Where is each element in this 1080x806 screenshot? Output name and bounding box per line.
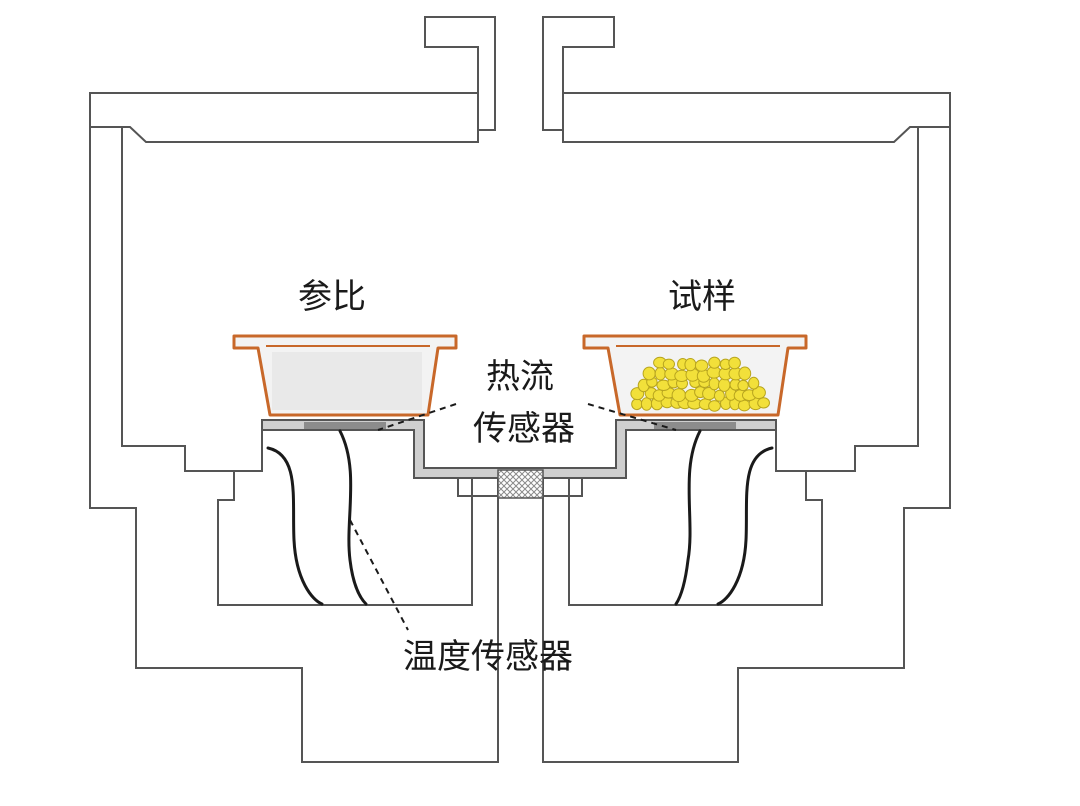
- left-sensor-pad: [304, 422, 386, 429]
- left-gas-inlet: [424, 16, 496, 131]
- sample-granule: [684, 358, 697, 372]
- sample-granule: [631, 398, 643, 411]
- reference-label: 参比: [298, 277, 366, 317]
- sample-granule: [713, 389, 725, 402]
- sample-granule: [748, 376, 760, 390]
- right-sensor-pad: [654, 422, 736, 429]
- sample-granule: [737, 399, 751, 412]
- sample-granule: [662, 358, 676, 370]
- heat-flow-leader-left: [377, 403, 457, 431]
- heat-flow-label-line2: 传感器: [473, 409, 575, 449]
- sample-granule: [671, 388, 686, 403]
- sample-wire-2: [716, 446, 774, 606]
- gas-filter: [497, 469, 544, 499]
- sample-granule: [694, 359, 709, 372]
- left-lid: [89, 92, 479, 143]
- center-support: [457, 471, 583, 497]
- sample-granule: [728, 356, 741, 370]
- sample-granule: [708, 377, 720, 391]
- heat-flow-leader-right: [587, 403, 677, 431]
- sample-granule: [654, 366, 666, 381]
- sample-granule: [738, 366, 752, 381]
- sample-granule: [737, 379, 749, 392]
- right-ledge: [775, 420, 856, 472]
- sample-granule: [718, 378, 731, 392]
- reference-crucible: [232, 334, 458, 417]
- sample-granule: [708, 400, 721, 412]
- sample-granule: [708, 356, 721, 369]
- temperature-sensor-label: 温度传感器: [403, 637, 573, 677]
- temperature-leader: [349, 519, 409, 631]
- sample-granule: [752, 386, 766, 400]
- sample-granules: [630, 356, 770, 412]
- right-gas-inlet: [542, 16, 615, 131]
- right-furnace-wall: [542, 127, 951, 763]
- sample-granule: [640, 397, 653, 411]
- heat-flow-label-line1: 热流: [486, 357, 554, 397]
- sample-granule: [642, 366, 656, 381]
- reference-wire-1: [266, 446, 324, 606]
- sample-wire-1: [674, 429, 702, 606]
- sample-granule: [757, 397, 770, 409]
- reference-wire-2: [338, 429, 368, 606]
- right-lid: [562, 92, 951, 143]
- sample-label: 试样: [668, 277, 736, 317]
- left-ledge: [184, 420, 263, 472]
